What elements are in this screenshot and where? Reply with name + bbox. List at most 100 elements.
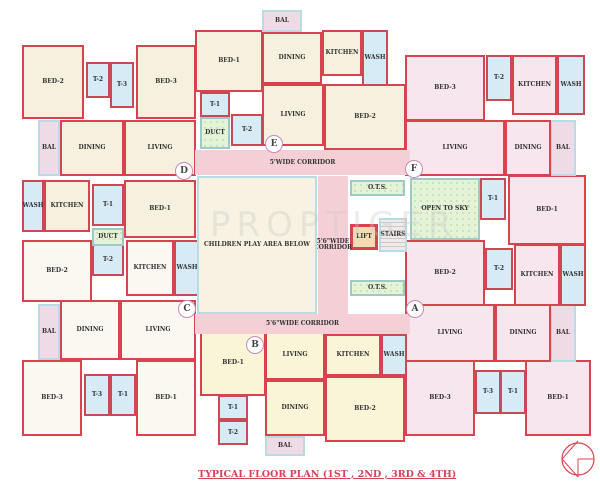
unit-e-wash: WASH — [362, 30, 388, 86]
unit-d-dining: DINING — [60, 120, 124, 176]
unit-a-kitchen: KITCHEN — [514, 244, 560, 306]
unit-e-bed-2: BED-2 — [324, 84, 406, 150]
unit-c-bed-3: BED-3 — [22, 360, 82, 436]
unit-entry-marker: E — [265, 135, 283, 153]
room-label: T-2 — [92, 76, 104, 83]
room-label: BAL — [556, 144, 570, 151]
unit-c-kitchen: KITCHEN — [126, 240, 174, 296]
room-label: LIVING — [442, 144, 468, 151]
unit-e-t-2: T-2 — [231, 114, 263, 146]
room-label: T-3 — [482, 388, 494, 395]
unit-c-bal: BAL — [38, 304, 60, 360]
north-arrow-compass-icon — [561, 440, 595, 478]
unit-e-kitchen: KITCHEN — [322, 30, 362, 76]
room-label: DUCT — [98, 233, 118, 240]
room-label: 5'6"WIDE CORRIDOR — [266, 320, 339, 327]
room-label: CHILDREN PLAY AREA BELOW — [203, 241, 311, 248]
unit-e-living: LIVING — [262, 84, 324, 146]
room-label: KITCHEN — [133, 264, 167, 271]
room-label: T-1 — [487, 195, 499, 202]
unit-f-kitchen: KITCHEN — [512, 55, 557, 115]
room-label: T-1 — [507, 388, 519, 395]
unit-b-bal: BAL — [265, 436, 305, 456]
common-area: CHILDREN PLAY AREA BELOW — [197, 176, 317, 314]
room-label: BED-3 — [41, 394, 63, 401]
room-label: T-3 — [116, 81, 128, 88]
room-label: BED-3 — [429, 394, 451, 401]
unit-e-duct: DUCT — [200, 117, 230, 149]
room-label: T-2 — [241, 126, 253, 133]
room-label: BED-1 — [155, 394, 177, 401]
unit-entry-marker: B — [246, 336, 264, 354]
room-label: WASH — [560, 81, 582, 88]
room-label: 5'6"WIDE CORRIDOR — [313, 238, 353, 251]
unit-entry-marker: A — [406, 300, 424, 318]
unit-f-bed-3: BED-3 — [405, 55, 485, 121]
unit-entry-marker: D — [175, 162, 193, 180]
unit-d-bed-3: BED-3 — [136, 45, 196, 119]
unit-d-t-1: T-1 — [92, 184, 124, 226]
room-label: BED-2 — [46, 267, 68, 274]
unit-entry-marker: F — [405, 160, 423, 178]
room-label: BAL — [275, 17, 289, 24]
room-label: T-1 — [209, 100, 221, 108]
room-label: STAIRS — [380, 231, 406, 238]
room-label: BED-2 — [42, 78, 64, 85]
room-label: DUCT — [205, 129, 225, 136]
room-label: DINING — [78, 144, 106, 151]
room-label: BED-3 — [155, 78, 177, 85]
room-label: BED-1 — [547, 394, 569, 401]
room-label: WASH — [383, 351, 405, 358]
unit-f-wash: WASH — [557, 55, 585, 115]
room-label: BAL — [556, 329, 570, 336]
common-area: LIFT — [350, 224, 378, 250]
room-label: OPEN TO SKY — [421, 205, 469, 212]
unit-e-bed-1: BED-1 — [195, 30, 263, 92]
room-label: BED-2 — [434, 269, 456, 276]
room-label: LIVING — [280, 111, 306, 118]
room-label: O.T.S. — [368, 184, 387, 191]
watermark: PROPTIGER — [210, 205, 458, 245]
unit-a-bed-2: BED-2 — [405, 240, 485, 306]
room-label: LIFT — [356, 233, 372, 240]
room-label: BAL — [278, 442, 292, 449]
unit-c-t-3: T-3 — [84, 374, 110, 416]
unit-d-bed-1: BED-1 — [124, 180, 196, 238]
unit-b-bed-2: BED-2 — [325, 376, 405, 442]
room-label: KITCHEN — [520, 271, 554, 278]
unit-f-t-1: T-1 — [480, 178, 506, 220]
room-label: O.T.S. — [368, 284, 387, 291]
room-label: KITCHEN — [518, 81, 551, 88]
room-label: T-1 — [227, 403, 239, 411]
unit-b-living: LIVING — [265, 330, 325, 380]
room-label: WASH — [562, 271, 584, 278]
common-area: 5'WIDE CORRIDOR — [195, 150, 410, 175]
unit-b-kitchen: KITCHEN — [325, 334, 381, 376]
unit-f-t-2: T-2 — [486, 55, 512, 101]
room-label: T-1 — [102, 201, 114, 208]
common-area: 5'6"WIDE CORRIDOR — [195, 314, 410, 334]
unit-a-dining: DINING — [495, 304, 551, 362]
room-label: KITCHEN — [325, 49, 359, 56]
unit-c-bed-2: BED-2 — [22, 240, 92, 302]
unit-d-t-2: T-2 — [86, 62, 110, 98]
unit-a-bed-3: BED-3 — [405, 360, 475, 436]
room-label: LIVING — [145, 326, 171, 333]
unit-f-bed-1: BED-1 — [508, 175, 586, 245]
common-area: STAIRS — [379, 218, 407, 252]
room-label: BED-2 — [354, 113, 376, 120]
unit-c-t-2: T-2 — [92, 244, 124, 276]
room-label: KITCHEN — [50, 202, 84, 209]
room-label: BED-1 — [222, 359, 244, 366]
room-label: BAL — [42, 328, 56, 335]
room-label: BED-1 — [536, 206, 558, 213]
common-area: O.T.S. — [350, 180, 405, 196]
room-label: T-1 — [117, 391, 129, 398]
unit-f-bal: BAL — [550, 120, 576, 176]
unit-entry-marker: C — [178, 300, 196, 318]
unit-c-bed-1: BED-1 — [136, 360, 196, 436]
unit-b-dining: DINING — [265, 380, 325, 436]
room-label: LIVING — [147, 144, 173, 151]
room-label: BED-3 — [434, 84, 456, 91]
